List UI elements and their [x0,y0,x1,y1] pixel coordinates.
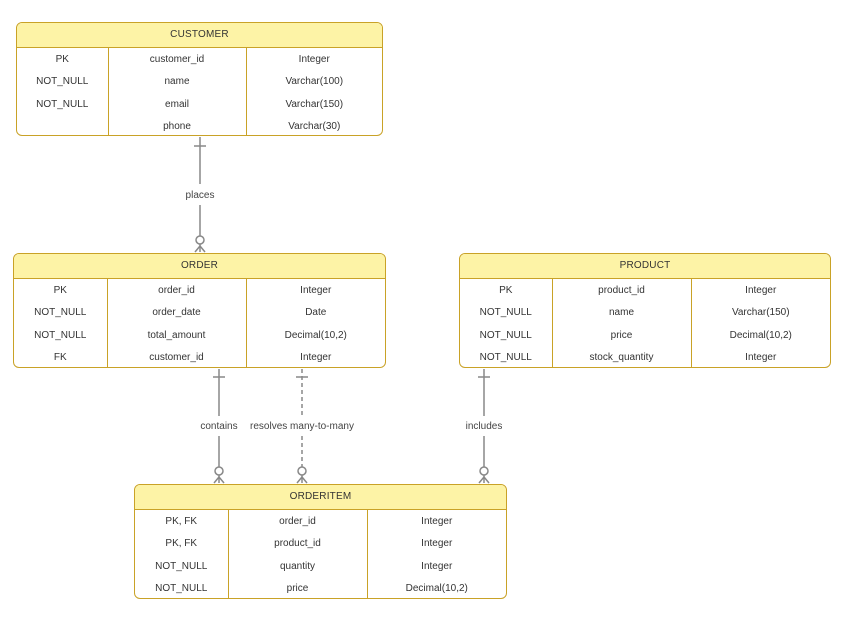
crow-foot-marker [213,476,220,484]
attribute-row: NOT_NULL price Decimal(10,2) [460,324,830,347]
attr-name: quantity [227,555,367,578]
attribute-row: PK order_id Integer [14,279,385,302]
attribute-row: NOT_NULL name Varchar(100) [17,70,382,93]
attr-name: customer_id [106,346,246,367]
crow-foot-marker [218,476,225,484]
attr-constraint: NOT_NULL [34,307,87,319]
attr-type: Varchar(100) [245,70,382,93]
attribute-row: PK, FK order_id Integer [135,510,506,533]
attr-constraint: NOT_NULL [155,583,208,595]
attr-type: Integer [245,48,382,71]
attribute-row: PK customer_id Integer [17,48,382,71]
attribute-row: phone Varchar(30) [17,115,382,135]
crow-foot-marker [301,476,308,484]
relationship-includes[interactable] [478,369,490,484]
attr-type: Integer [366,555,506,578]
optional-circle-marker [297,466,307,476]
attr-constraint: PK [55,53,69,65]
attribute-row: NOT_NULL email Varchar(150) [17,93,382,116]
entity-orderitem-attributes: PK, FK order_id Integer PK, FK product_i… [135,510,506,598]
attr-constraint: PK [53,284,67,296]
attr-constraint: NOT_NULL [479,329,532,341]
attr-name: phone [107,115,246,135]
relationship-resolves[interactable] [296,369,308,484]
entity-customer-title: CUSTOMER [17,23,382,48]
optional-circle-marker [479,466,489,476]
attr-name: name [551,301,691,324]
optional-circle-marker [195,235,205,245]
entity-order-attributes: PK order_id Integer NOT_NULL order_date … [14,279,385,367]
attr-name: product_id [551,279,691,302]
attr-type: Varchar(150) [690,301,830,324]
optional-circle-marker [214,466,224,476]
relationship-label-contains: contains [200,421,237,432]
attribute-row: NOT_NULL price Decimal(10,2) [135,577,506,598]
attr-name: product_id [227,532,367,555]
attribute-row: FK customer_id Integer [14,346,385,367]
attr-constraint: PK [499,284,513,296]
attr-constraint: NOT_NULL [36,76,89,88]
relationship-label-includes: includes [466,421,503,432]
attr-type: Varchar(30) [245,115,382,135]
attr-type: Decimal(10,2) [366,577,506,598]
entity-product-title: PRODUCT [460,254,830,279]
crow-foot-marker [194,245,201,253]
attr-type: Varchar(150) [245,93,382,116]
entity-customer[interactable]: CUSTOMER PK customer_id Integer NOT_NULL… [16,22,383,136]
attribute-row: PK, FK product_id Integer [135,532,506,555]
attr-name: order_date [106,301,246,324]
entity-product[interactable]: PRODUCT PK product_id Integer NOT_NULL n… [459,253,831,368]
attr-name: price [227,577,367,598]
attr-type: Integer [366,532,506,555]
attribute-row: PK product_id Integer [460,279,830,302]
entity-order[interactable]: ORDER PK order_id Integer NOT_NULL order… [13,253,386,368]
attr-constraint: NOT_NULL [36,98,89,110]
attribute-row: NOT_NULL quantity Integer [135,555,506,578]
attr-type: Integer [245,279,385,302]
crow-foot-marker [199,245,206,253]
attr-type: Integer [690,279,830,302]
attr-constraint: NOT_NULL [34,329,87,341]
relationship-contains[interactable] [213,369,225,484]
attribute-row: NOT_NULL total_amount Decimal(10,2) [14,324,385,347]
attr-type: Date [245,301,385,324]
attr-name: stock_quantity [551,346,691,367]
attr-constraint: PK, FK [165,515,198,527]
relationship-label-places: places [186,190,215,201]
attr-type: Integer [245,346,385,367]
attr-constraint: FK [53,352,67,364]
attr-type: Integer [366,510,506,533]
attr-name: name [107,70,246,93]
entity-orderitem-title: ORDERITEM [135,485,506,510]
attribute-row: NOT_NULL stock_quantity Integer [460,346,830,367]
attr-constraint: PK, FK [165,538,198,550]
entity-customer-attributes: PK customer_id Integer NOT_NULL name Var… [17,48,382,135]
attr-constraint: NOT_NULL [479,352,532,364]
attr-type: Decimal(10,2) [690,324,830,347]
attr-name: order_id [106,279,246,302]
attr-name: order_id [227,510,367,533]
attr-constraint: NOT_NULL [479,307,532,319]
relationship-places[interactable] [194,137,206,253]
attribute-row: NOT_NULL order_date Date [14,301,385,324]
attr-name: price [551,324,691,347]
crow-foot-marker [483,476,490,484]
attribute-row: NOT_NULL name Varchar(150) [460,301,830,324]
attr-name: total_amount [106,324,246,347]
entity-order-title: ORDER [14,254,385,279]
attr-type: Decimal(10,2) [245,324,385,347]
entity-orderitem[interactable]: ORDERITEM PK, FK order_id Integer PK, FK… [134,484,507,599]
attr-constraint: NOT_NULL [155,560,208,572]
entity-product-attributes: PK product_id Integer NOT_NULL name Varc… [460,279,830,367]
attr-type: Integer [690,346,830,367]
crow-foot-marker [296,476,303,484]
attr-name: customer_id [107,48,246,71]
crow-foot-marker [478,476,485,484]
relationship-label-resolves: resolves many-to-many [250,421,354,432]
attr-name: email [107,93,246,116]
